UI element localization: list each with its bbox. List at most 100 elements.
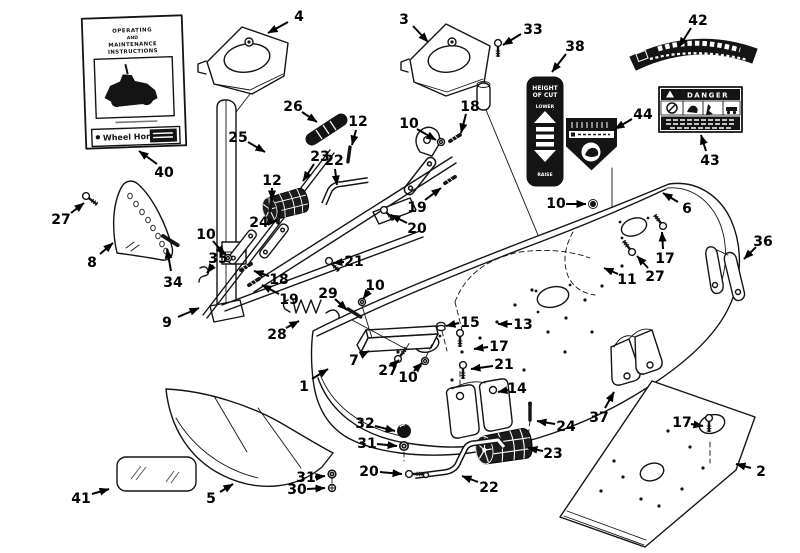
callout-44: 44 [614,107,653,130]
callout-19: 19 [407,187,442,216]
callout-38: 38 [551,39,585,73]
danger-header-text: DANGER [687,92,729,100]
decal-plate [116,456,197,492]
danger-pictogram-row [660,100,741,116]
washer-31 [327,469,337,479]
callout-3: 3 [399,12,429,43]
shield-mini-box [571,132,575,137]
callout-18: 18 [459,99,480,134]
svg-text:28: 28 [267,327,286,343]
hoc-bar3 [536,142,554,147]
pin-24-head [528,401,532,406]
curved-danger-decal [629,38,758,71]
callout-5: 5 [206,483,234,507]
decal42-logo-box [635,49,649,63]
svg-text:7: 7 [349,353,359,369]
callout-18: 18 [253,270,289,288]
rear-bracket [610,328,663,386]
nut-15 [436,321,446,332]
brand-model-box [149,128,178,143]
brand-logo-icon [95,135,101,140]
washer-31 [398,440,410,452]
callout-21: 21 [470,357,514,373]
callout-4: 4 [267,9,304,34]
nut-10 [590,201,596,207]
knob-32 [397,424,411,438]
svg-text:24: 24 [556,419,576,435]
manual-title-line2: AND [127,35,139,41]
callout-32: 32 [355,416,396,433]
callout-12: 12 [262,173,282,201]
svg-text:38: 38 [565,39,584,55]
svg-text:6: 6 [682,201,692,217]
manual-title-line1: OPERATING [112,27,152,34]
shield-text-band [569,131,614,138]
bolt-33 [493,38,503,59]
callout-21: 21 [332,254,364,270]
svg-text:15: 15 [460,315,479,331]
svg-text:19: 19 [407,200,426,216]
roller-bracket-lower [414,438,506,478]
svg-text:23: 23 [543,446,562,462]
baffle-rivets [599,429,705,508]
spindle-hole-center [536,285,570,309]
callout-9: 9 [162,307,200,331]
svg-text:33: 33 [523,22,542,38]
danger-warning-triangle-icon [666,90,674,98]
belt-cover-right [400,23,566,301]
bolt-27 [80,190,101,209]
rod-18-tip [446,130,464,146]
svg-text:20: 20 [359,464,379,480]
callout-1: 1 [299,368,329,395]
callout-17: 17 [655,231,675,267]
lower-rail [221,230,421,306]
callout-41: 41 [71,487,110,507]
roller-bracket-upper [322,178,369,205]
nut-10 [436,137,446,147]
svg-text:17: 17 [489,339,508,355]
callout-11: 11 [603,267,637,288]
svg-text:22: 22 [324,153,343,169]
pin-24 [276,206,282,225]
svg-text:10: 10 [546,196,566,212]
svg-text:2: 2 [756,464,766,480]
danger-decal: DANGER [658,86,743,133]
hoc-raise: RAISE [537,172,552,178]
shield-emblem-figure [585,147,599,157]
svg-text:40: 40 [154,165,174,181]
danger-pictograms [666,102,737,115]
plate-sheen [130,465,180,484]
svg-text:37: 37 [589,410,608,426]
owners-manual: OPERATING AND MAINTENANCE INSTRUCTIONS W… [80,14,188,150]
callout-29: 29 [318,286,348,311]
rod-19-tip [245,274,263,290]
callout-10: 10 [546,196,587,212]
callout-36: 36 [743,234,773,260]
svg-text:9: 9 [162,315,172,331]
callout-10: 10 [399,116,437,141]
callout-2: 2 [735,462,766,480]
svg-text:43: 43 [700,153,719,169]
callout-27: 27 [378,359,400,379]
callout-37: 37 [589,391,615,426]
discharge-chute [165,388,334,487]
svg-text:18: 18 [460,99,479,115]
callout-26: 26 [283,99,318,123]
svg-text:11: 11 [617,272,636,288]
nut-10 [420,356,430,366]
svg-text:1: 1 [299,379,309,395]
callout-12: 12 [348,114,368,146]
hoc-lower: LOWER [536,104,555,110]
deck-rear-hem [316,188,667,337]
svg-text:3: 3 [399,12,409,28]
callout-8: 8 [87,242,114,271]
callout-24: 24 [249,215,278,231]
danger-text-lines [666,119,736,129]
hardware [80,137,714,493]
callout-6: 6 [662,192,692,217]
decal42-text-row1 [657,40,741,53]
callout-34: 34 [163,248,183,291]
brand-name: Wheel Horse [103,132,161,143]
svg-text:21: 21 [344,254,363,270]
